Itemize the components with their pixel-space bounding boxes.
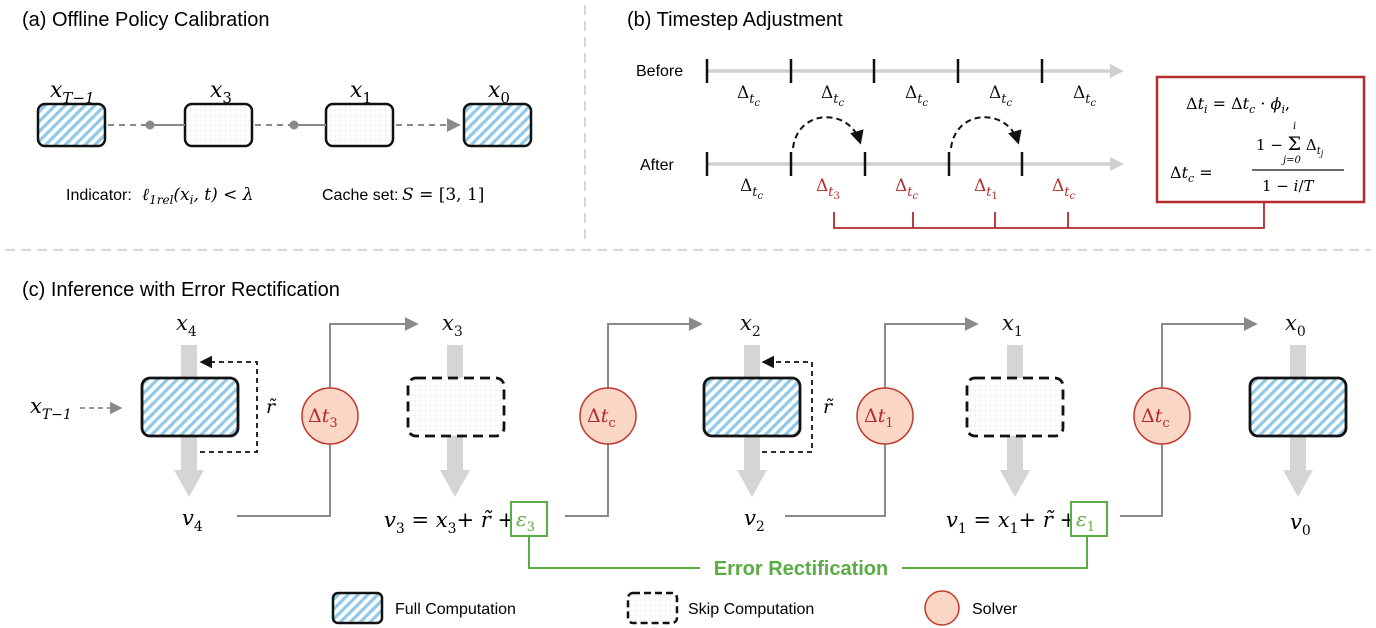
solver-circle xyxy=(1133,387,1191,445)
after-ticks xyxy=(705,152,1024,176)
compute-box-full xyxy=(702,376,802,438)
solver-labels: Δt3 Δtc Δt1 Δtc xyxy=(308,405,1170,431)
solver-circle xyxy=(579,387,637,445)
before-interval-labels: Δtc Δtc Δtc Δtc Δtc xyxy=(737,83,1097,109)
node-label-x0: x0 xyxy=(488,78,510,107)
panel-c: (c) Inference with Error Rectification x… xyxy=(22,279,1348,580)
legend-full-swatch xyxy=(331,591,384,625)
shift-arc-1 xyxy=(792,116,864,149)
svg-text:Δt3: Δt3 xyxy=(308,405,338,431)
node-label-xT-1: xT−1 xyxy=(50,78,95,107)
solver-nodes xyxy=(301,387,1191,445)
bottom-label-v2: v2 xyxy=(744,506,765,535)
error-rectification-bracket-left xyxy=(528,536,700,569)
red-bracket xyxy=(833,202,1265,229)
legend: Full Computation Skip Computation Solver xyxy=(331,590,1018,626)
svg-text:Δtc: Δtc xyxy=(1052,176,1076,202)
formula-sum-upper: i xyxy=(1293,121,1296,132)
before-timeline-arrowhead xyxy=(1110,64,1124,78)
formula-lhs: Δtc = xyxy=(1170,163,1213,185)
svg-text:Δt1: Δt1 xyxy=(974,176,998,202)
panel-b: (b) Timestep Adjustment Before Δtc Δtc Δ… xyxy=(627,9,1366,229)
residual-label: r̃ xyxy=(266,396,277,418)
svg-text:Δtc: Δtc xyxy=(989,83,1013,109)
panel-a: (a) Offline Policy Calibration xT−1 x3 x… xyxy=(22,9,533,207)
svg-text:Δt3: Δt3 xyxy=(816,176,840,202)
svg-text:x3: x3 xyxy=(442,311,463,340)
shift-arc-2 xyxy=(950,116,1022,149)
error-term-box xyxy=(510,501,548,537)
formula-numerator: 1 − Σ Δtj xyxy=(1256,133,1324,158)
input-label-xT-1: xT−1 xyxy=(30,394,72,423)
panel-a-title: (a) Offline Policy Calibration xyxy=(22,9,270,31)
error-term-box xyxy=(1070,501,1108,537)
svg-text:Δtc: Δtc xyxy=(587,405,616,431)
svg-text:Δtc: Δtc xyxy=(1073,83,1097,109)
indicator-label: Indicator: xyxy=(66,187,132,204)
formula-sum-lower: j=0 xyxy=(1281,155,1301,166)
node-label-x1: x1 xyxy=(350,78,372,107)
svg-text:x1: x1 xyxy=(1002,311,1023,340)
indicator-expression: ℓ1rel(xi, t) < λ xyxy=(142,185,254,207)
svg-text:Δtc: Δtc xyxy=(905,83,929,109)
legend-solver-swatch xyxy=(924,590,960,626)
node-label-x3: x3 xyxy=(210,78,232,107)
svg-text:Δtc: Δtc xyxy=(737,83,761,109)
error-rectification-label: Error Rectification xyxy=(714,558,888,580)
svg-text:x0: x0 xyxy=(1285,311,1306,340)
compute-box-skip xyxy=(965,376,1065,438)
formula-line-1: Δti = Δtc · ϕi, xyxy=(1186,94,1290,116)
bottom-label-v0: v0 xyxy=(1290,510,1311,539)
bottom-label-v1: v1 = x1+ r̃ + xyxy=(946,508,1077,537)
residual-loop xyxy=(199,355,813,453)
cache-set-label: Cache set: xyxy=(322,187,398,204)
bottom-label-v4: v4 xyxy=(182,506,203,535)
panel-b-title: (b) Timestep Adjustment xyxy=(627,9,843,31)
node-box-x3-cached xyxy=(183,102,254,148)
node-box-xT-1-full xyxy=(36,102,107,148)
after-timeline-arrowhead xyxy=(1110,157,1124,171)
formula-box xyxy=(1155,75,1366,204)
legend-solver-label: Solver xyxy=(972,601,1018,618)
svg-text:Δtc: Δtc xyxy=(821,83,845,109)
svg-text:Δtc: Δtc xyxy=(895,176,919,202)
panel-c-title: (c) Inference with Error Rectification xyxy=(22,279,340,301)
node-box-x0-full xyxy=(462,102,533,148)
compute-box-full xyxy=(140,376,240,438)
cache-set-expression: S = [3, 1] xyxy=(402,185,484,205)
node-box-x1-cached xyxy=(324,102,395,148)
legend-skip-swatch xyxy=(626,591,679,625)
top-labels: x4 x3 x2 x1 x0 xyxy=(176,311,1306,340)
error-rectification-bracket-right xyxy=(902,536,1088,569)
solver-circle xyxy=(856,387,914,445)
svg-text:x2: x2 xyxy=(740,311,761,340)
svg-text:x4: x4 xyxy=(176,311,197,340)
solver-circle xyxy=(301,387,359,445)
residual-label: r̃ xyxy=(823,396,834,418)
formula-denominator: 1 − i/T xyxy=(1262,177,1315,195)
before-label: Before xyxy=(636,63,683,80)
before-ticks xyxy=(705,59,1044,83)
compute-box-full xyxy=(1248,376,1348,438)
compute-box-skip xyxy=(406,376,506,438)
after-label: After xyxy=(640,157,674,174)
svg-text:Δtc: Δtc xyxy=(740,176,764,202)
legend-full-label: Full Computation xyxy=(395,601,516,618)
after-interval-labels: Δtc Δt3 Δtc Δt1 Δtc xyxy=(740,176,1076,202)
legend-skip-label: Skip Computation xyxy=(688,601,814,618)
bottom-label-v3: v3 = x3+ r̃ + xyxy=(384,508,515,537)
